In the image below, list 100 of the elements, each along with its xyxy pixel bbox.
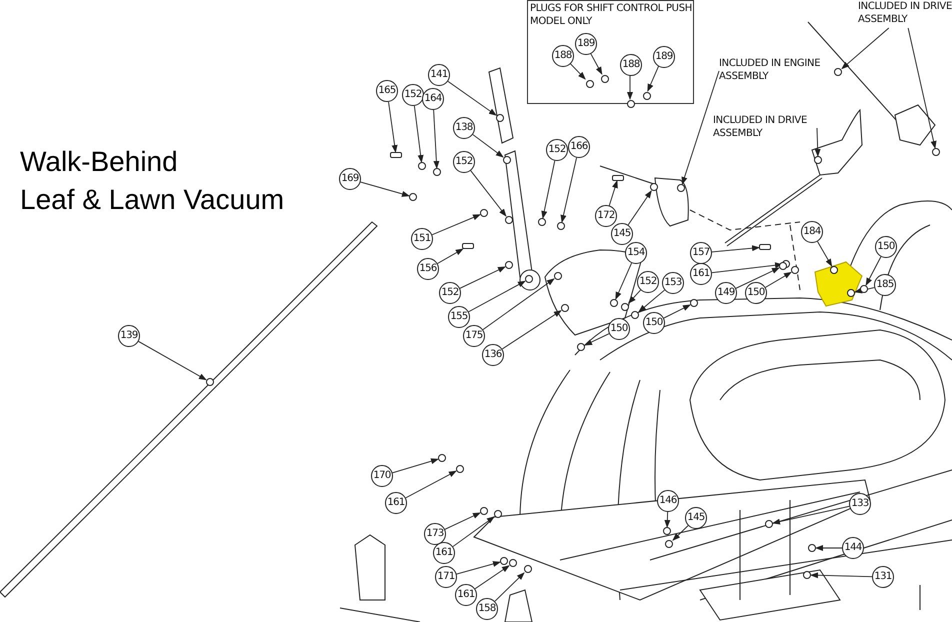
callout-number: 175: [463, 325, 485, 347]
leader-line: [460, 266, 506, 289]
part-drawing: [665, 540, 673, 548]
leader-line: [772, 506, 850, 525]
callout-number: 136: [482, 344, 504, 366]
callout-number: 189: [653, 46, 675, 68]
callout-number: 145: [611, 223, 633, 245]
part-drawing: [631, 311, 639, 319]
callout-number: 188: [552, 45, 574, 67]
callout-number: 149: [715, 282, 737, 304]
part-drawing: [690, 299, 698, 307]
part-drawing: [577, 343, 585, 351]
part-drawing: [621, 303, 629, 311]
leader-line: [360, 182, 410, 197]
callout-number: 138: [453, 117, 475, 139]
part-drawing: [525, 275, 533, 283]
callout-number: 156: [417, 258, 439, 280]
part-drawing: [677, 184, 685, 192]
leader-line: [432, 214, 481, 236]
part-drawing: [496, 114, 504, 122]
callout-number: 141: [428, 64, 450, 86]
leader-line: [584, 333, 610, 346]
callout-number: 150: [643, 312, 665, 334]
callout-number: 184: [801, 221, 823, 243]
leader-line: [866, 256, 882, 286]
callout-number: 155: [448, 306, 470, 328]
leader-line: [388, 101, 398, 153]
part-drawing: [206, 378, 214, 386]
callout-number: 154: [625, 242, 647, 264]
callout-number: 151: [411, 228, 433, 250]
leader-line: [608, 180, 618, 206]
callout-number: 165: [376, 80, 398, 102]
leader-line: [502, 310, 562, 350]
leader-line: [663, 304, 691, 319]
part-drawing: [554, 272, 562, 280]
leader-line: [470, 170, 506, 217]
part-drawing: [650, 183, 658, 191]
leader-line: [456, 561, 501, 575]
callout-number: 164: [422, 88, 444, 110]
leader-line: [854, 287, 875, 294]
callout-number: 150: [875, 236, 897, 258]
leader-line: [494, 572, 525, 602]
part-drawing: [610, 299, 618, 307]
part-drawing: [480, 209, 488, 217]
part-drawing: [643, 92, 651, 100]
leader-line: [814, 128, 821, 157]
note-text: INCLUDED IN ENGINE ASSEMBLY: [719, 57, 841, 83]
callout-number: 152: [439, 282, 461, 304]
callout-number: 153: [662, 272, 684, 294]
callout-number: 158: [476, 598, 498, 620]
part-drawing: [418, 162, 426, 170]
inset-heading: PLUGS FOR SHIFT CONTROL PUSH MODEL ONLY: [530, 2, 693, 28]
part-drawing: [557, 222, 565, 230]
leader-line: [468, 280, 526, 312]
leader-line: [437, 248, 464, 264]
leader-line: [765, 272, 792, 288]
part-drawing: [433, 168, 441, 176]
part-drawing: [814, 156, 822, 164]
part-drawing: [509, 559, 517, 567]
callout-number: 173: [424, 523, 446, 545]
part-drawing: [586, 80, 594, 88]
leader-line: [472, 134, 504, 158]
callout-number: 152: [546, 139, 568, 161]
part-drawing: [860, 285, 868, 293]
callout-number: 152: [453, 151, 475, 173]
callout-number: 170: [371, 465, 393, 487]
callout-number: 150: [608, 318, 630, 340]
callout-number: 161: [433, 542, 455, 564]
part-drawing: [500, 557, 508, 565]
leader-line: [569, 62, 586, 80]
callout-number: 185: [874, 274, 896, 296]
leader-line: [628, 190, 652, 226]
leader-line: [810, 572, 872, 578]
leader-line: [452, 516, 495, 547]
diagram-title: Walk-Behind Leaf & Lawn Vacuum: [20, 145, 284, 217]
leader-line: [482, 278, 555, 330]
callout-number: 152: [402, 84, 424, 106]
leader-line: [615, 262, 632, 300]
callout-number: 146: [657, 490, 679, 512]
callout-number: 131: [872, 566, 894, 588]
part-drawing: [791, 266, 799, 274]
leader-line: [638, 290, 666, 312]
leader-line: [590, 52, 602, 75]
part-drawing: [808, 544, 816, 552]
part-drawing: [779, 262, 787, 270]
leader-line: [647, 66, 660, 92]
part-drawing: [524, 565, 532, 573]
leader-line: [628, 290, 641, 304]
callout-number: 189: [575, 33, 597, 55]
leader-line: [908, 28, 936, 149]
part-drawing: [538, 218, 546, 226]
leader-line: [392, 458, 439, 474]
part-drawing: [456, 465, 464, 473]
callout-number: 188: [620, 54, 642, 76]
note-text: INCLUDED IN DRIVE ASSEMBLY: [713, 114, 817, 140]
leader-line: [444, 512, 481, 530]
callout-number: 133: [849, 493, 871, 515]
part-drawing: [765, 520, 773, 528]
part-drawing: [505, 216, 513, 224]
part-drawing: [409, 193, 417, 201]
